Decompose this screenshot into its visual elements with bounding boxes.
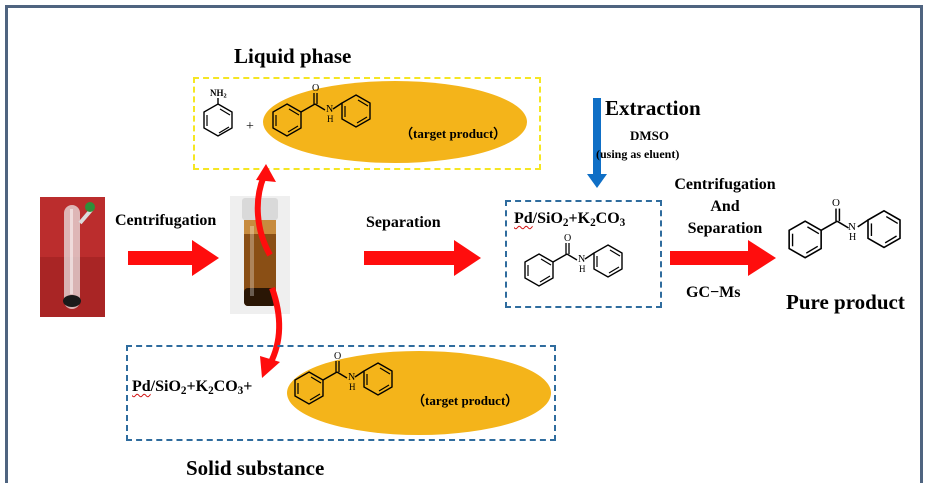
dmso-label: DMSO (630, 128, 669, 143)
and-label: And (710, 198, 740, 215)
slide-frame (5, 5, 923, 483)
nitrogen-label-pure: N (848, 221, 856, 233)
separation-arrow (364, 240, 481, 276)
catalyst-label-middle: Pd/SiO2+K2CO3 (514, 210, 626, 229)
oxygen-label-pure: O (832, 197, 840, 209)
gcms-label: GC−Ms (686, 284, 741, 301)
benzanilide-structure-pure (788, 208, 901, 259)
oxygen-label-bottom: O (334, 351, 342, 362)
centrifugation-label-left: Centrifugation (115, 212, 217, 229)
separation-label-right: Separation (687, 220, 763, 237)
liquid-phase-title: Liquid phase (234, 44, 352, 68)
aniline-nh2-label: NH2 (210, 88, 227, 100)
eluent-label: (using as eluent) (596, 147, 680, 161)
nitrogen-label-bottom: N (348, 372, 356, 383)
benzanilide-structure-top (272, 93, 371, 137)
target-product-ellipse-top (263, 81, 527, 163)
hydrogen-label-pure: H (849, 232, 857, 243)
target-product-ellipse-bottom (287, 351, 551, 435)
benzanilide-structure-bottom (294, 361, 393, 405)
hydrogen-label-top: H (327, 114, 334, 124)
hydrogen-label-bottom: H (349, 382, 356, 392)
oxygen-label-top: O (312, 83, 320, 94)
nitrogen-label-top: N (326, 104, 334, 115)
solid-substance-title: Solid substance (186, 456, 325, 480)
final-separation-arrow (670, 240, 776, 276)
solid-substance-box (126, 345, 556, 441)
reaction-tube-photo (40, 197, 105, 317)
separation-label: Separation (366, 214, 441, 231)
extraction-label: Extraction (605, 96, 701, 120)
benzanilide-structure-middle (524, 243, 623, 287)
curved-arrow-down (260, 286, 283, 378)
aniline-structure (203, 98, 233, 137)
extraction-arrow (587, 98, 607, 188)
target-product-label-bottom: （target product） (412, 393, 519, 408)
oxygen-label-middle: O (564, 233, 572, 244)
catalyst-product-box (505, 200, 662, 308)
centrifugation-arrow (128, 240, 219, 276)
hydrogen-label-middle: H (579, 264, 586, 274)
target-product-label-top: （target product） (400, 126, 507, 141)
liquid-phase-box (193, 77, 541, 170)
plus-sign: + (246, 119, 254, 134)
curved-arrow-up (254, 164, 276, 257)
nitrogen-label-middle: N (578, 254, 586, 265)
catalyst-label-bottom: Pd/SiO2+K2CO3+ (132, 378, 253, 397)
centrifugation-label-right: Centrifugation (674, 176, 776, 193)
pure-product-label: Pure product (786, 290, 905, 314)
